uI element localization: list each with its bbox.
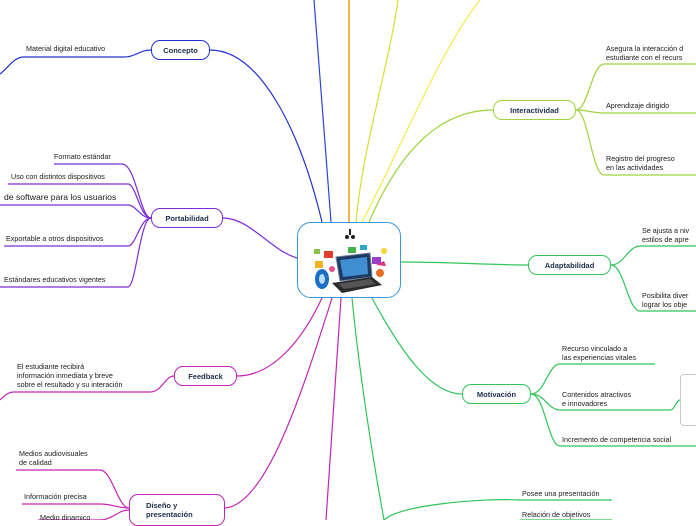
collapsed-subnode[interactable]	[680, 374, 696, 426]
connector-bottom-green	[351, 297, 385, 520]
leaf-asegura-interaccion[interactable]: Asegura la interacción d estudiante con …	[606, 44, 684, 63]
edge-interactividad-leaf-2	[575, 109, 696, 176]
connector-portabilidad	[222, 217, 298, 259]
leaf-posibilita-diversos[interactable]: Posibilita diver lograr los obje	[642, 291, 689, 310]
edge-portabilidad-leaf-2	[0, 204, 152, 219]
leaf-material-digital[interactable]: Material digital educativo	[26, 44, 106, 53]
connector-bottom-magenta	[325, 297, 342, 520]
leaf-registro-progreso[interactable]: Registro del progreso en las actividades	[606, 154, 675, 173]
connector-diseno	[224, 297, 333, 509]
edge-adaptabilidad-leaf-0	[610, 245, 696, 266]
edge-portabilidad-leaf-3	[4, 217, 152, 247]
leaf-recurso-vinculado[interactable]: Recurso vinculado a las experiencias vit…	[562, 344, 636, 363]
edge-bottom-leaf-0	[383, 499, 612, 520]
edge-diseno-leaf-0	[16, 469, 130, 509]
edge-motivacion-leaf-2	[530, 393, 696, 447]
node-adaptabilidad[interactable]: Adaptabilidad	[528, 255, 611, 275]
leaf-medio-dinamico[interactable]: Medio dinamico	[40, 513, 91, 522]
node-motivacion[interactable]: Motivación	[462, 384, 531, 404]
node-diseno-presentacion[interactable]: Diseño y presentación	[129, 494, 225, 526]
central-topic[interactable]	[297, 222, 401, 298]
leaf-incremento-competencia[interactable]: Incremento de competencia social	[562, 435, 672, 444]
edge-interactividad-leaf-1	[575, 109, 696, 114]
leaf-relacion-objetivos[interactable]: Relación de objetivos	[522, 510, 591, 519]
node-interactividad[interactable]: Interactividad	[493, 100, 576, 120]
connector-top-blue	[313, 0, 332, 223]
edge-feedback-leaf	[0, 375, 175, 401]
edge-interactividad-leaf-0	[575, 63, 696, 111]
leaf-formato-estandar[interactable]: Formato estándar	[54, 152, 111, 161]
leaf-posee-presentacion[interactable]: Posee una presentación	[522, 489, 600, 498]
connector-top-yellow	[355, 0, 399, 223]
leaf-contenidos-atractivos[interactable]: Contenidos atractivos e innovadores	[562, 390, 632, 409]
node-concepto[interactable]: Concepto	[151, 40, 210, 60]
leaf-aprendizaje-dirigido[interactable]: Aprendizaje dirigido	[606, 101, 670, 110]
edge-adaptabilidad-leaf-1	[610, 264, 696, 312]
leaf-uso-distintos-dispositivos[interactable]: Uso con distintos dispositivos	[11, 172, 105, 181]
scissors-icon	[345, 229, 355, 239]
leaf-informacion-precisa[interactable]: Información precisa	[24, 492, 87, 501]
edge-motivacion-subnode	[669, 399, 681, 411]
connector-concepto	[209, 49, 323, 223]
node-feedback[interactable]: Feedback	[174, 366, 237, 386]
leaf-software-usuarios[interactable]: de software para los usuarios	[4, 192, 117, 202]
connector-motivacion	[371, 297, 463, 395]
edge-motivacion-leaf-1	[530, 393, 670, 411]
edge-motivacion-leaf-0	[530, 363, 655, 395]
connector-interactividad	[368, 109, 494, 223]
leaf-estandares-educativos[interactable]: Estándares educativos vigentes	[4, 275, 106, 284]
edge-concepto-leaf	[0, 49, 152, 75]
connector-adaptabilidad	[400, 261, 529, 266]
laptop-multimedia-collage-image	[314, 245, 387, 293]
node-portabilidad[interactable]: Portabilidad	[151, 208, 223, 228]
connector-top-light	[361, 0, 481, 223]
edge-diseno-leaf-1	[22, 503, 130, 509]
edge-portabilidad-leaf-1	[8, 183, 152, 219]
leaf-se-ajusta[interactable]: Se ajusta a niv estilos de apre	[642, 226, 690, 245]
edge-portabilidad-leaf-4	[0, 217, 152, 288]
connector-feedback	[236, 297, 323, 377]
leaf-medios-audiovisuales[interactable]: Medios audiovisuales de calidad	[19, 449, 88, 468]
leaf-feedback-informacion[interactable]: El estudiante recibirá información inmed…	[17, 362, 123, 390]
leaf-exportable[interactable]: Exportable a otros dispositivos	[6, 234, 104, 243]
